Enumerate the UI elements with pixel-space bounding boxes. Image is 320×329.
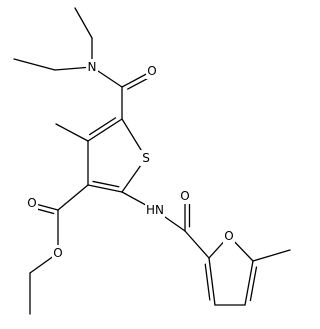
atom-label-o-ester: O bbox=[53, 246, 62, 260]
atom-label-s-ring: S bbox=[142, 151, 150, 165]
atom-label-background bbox=[26, 195, 38, 211]
atom-label-o-amide: O bbox=[147, 64, 156, 78]
atom-label-background bbox=[179, 188, 191, 204]
atom-label-n-amide: N bbox=[88, 60, 97, 74]
single-bond-et1a-et1b bbox=[74, 7, 93, 39]
double-bond-f2-f3-inner bbox=[204, 263, 211, 301]
double-bond-c2-c3 bbox=[87, 184, 123, 193]
atom-label-layer: N O S O O HN O O bbox=[26, 59, 235, 261]
double-bond-f4-f5 bbox=[244, 260, 254, 306]
single-bond-c4-me4 bbox=[55, 123, 89, 142]
single-bond-et2a-n bbox=[54, 66, 93, 71]
atom-label-o-ester-carbonyl: O bbox=[27, 196, 36, 210]
molecule-structure-diagram: N O S O O HN O O bbox=[13, 7, 291, 315]
double-bond-c4-c5-inner bbox=[88, 117, 117, 136]
single-bond-et2b-et2a bbox=[13, 58, 56, 71]
atom-label-o-furan: O bbox=[224, 229, 233, 243]
atom-label-o-amide2: O bbox=[180, 189, 189, 203]
single-bond-f5-mef bbox=[252, 249, 291, 262]
double-bond-c2-c3-inner bbox=[92, 180, 120, 188]
double-bond-c4-c5 bbox=[87, 118, 123, 142]
atom-label-background bbox=[52, 245, 64, 261]
atom-label-background bbox=[145, 202, 165, 218]
single-bond-c3-cest bbox=[57, 184, 89, 211]
atom-label-background bbox=[86, 59, 98, 75]
double-bond-f2-f3 bbox=[208, 257, 216, 306]
atom-label-background bbox=[223, 228, 235, 244]
atom-label-background bbox=[140, 150, 152, 166]
single-bond-cam2-f2 bbox=[184, 230, 210, 259]
atom-label-background bbox=[146, 63, 158, 79]
atom-label-nh: HN bbox=[146, 203, 164, 217]
double-bond-f4-f5-inner bbox=[249, 266, 258, 302]
